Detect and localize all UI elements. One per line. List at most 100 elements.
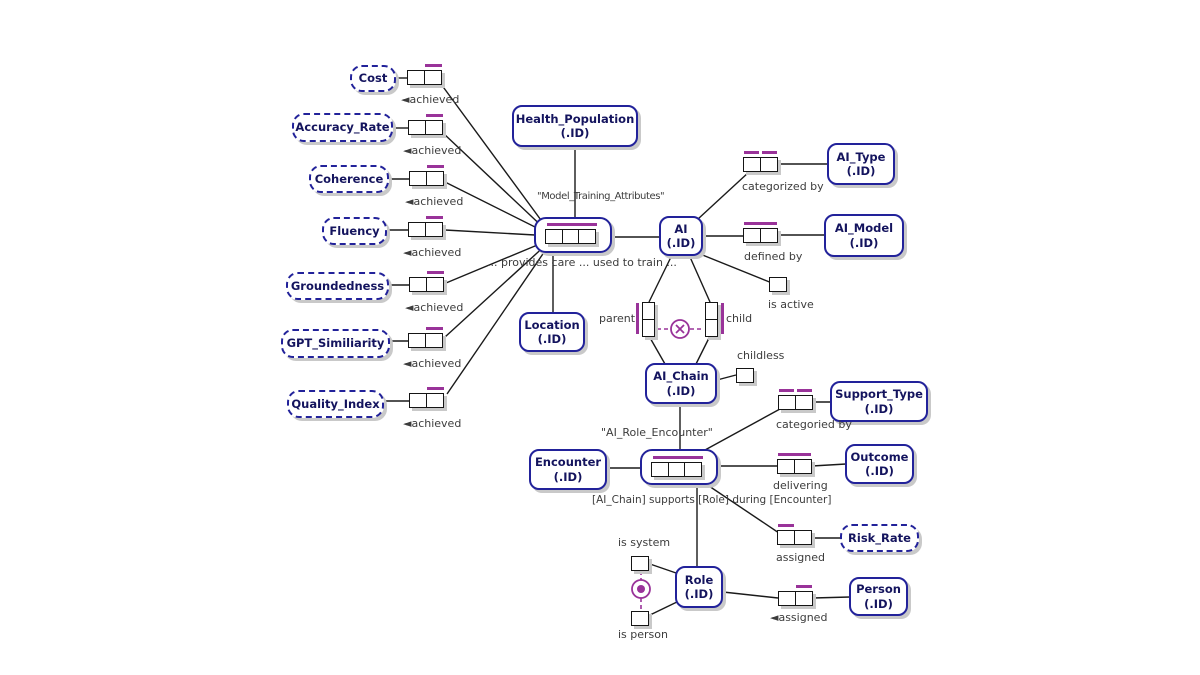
entity-ai: AI(.ID) [659,216,703,256]
role-box [667,462,686,477]
value-type-groundedness-label: Groundedness [290,278,385,293]
role-box [631,611,649,626]
predicate-assigned-risk [777,530,812,545]
role-box [545,229,563,244]
value-type-accuracy-rate-label: Accuracy_Rate [295,120,390,135]
entity-location-ref: (.ID) [537,332,567,346]
reading-categorized-by: categorized by [742,180,824,193]
reading-achieved: ◄achieved [401,93,460,106]
reading-achieved: ◄achieved [403,417,462,430]
entity-ai-model-ref: (.ID) [849,235,879,250]
entity-health-population: Health_Population(.ID) [512,105,638,147]
value-type-coherence: Coherence [309,165,389,193]
role-box [777,459,795,474]
role-box [777,530,795,545]
entity-ai-chain: AI_Chain(.ID) [645,363,717,404]
entity-ai-type: AI_Type(.ID) [827,143,895,185]
value-type-coherence-label: Coherence [314,171,384,186]
reading-is-system: is system [618,536,671,549]
role-box [425,393,444,408]
uniqueness-bar [636,303,639,334]
entity-ai-type-name: AI_Type [836,149,886,164]
entity-location-name: Location [524,317,580,332]
reading-assigned-rev: ◄assigned [770,611,828,624]
role-box [424,222,443,237]
predicate-achieved-accuracy [408,120,443,135]
uniqueness-bar [778,524,794,527]
entity-person-name: Person [856,582,901,597]
entity-support-type-ref: (.ID) [864,401,894,416]
reading-childless: childless [737,349,785,362]
uniqueness-bar [427,271,444,274]
reading-child: child [726,312,753,325]
predicate-is-system [631,556,649,571]
constraint-dashed-links [640,328,703,610]
value-type-gpt-similiarity: GPT_Similiarity [281,329,390,358]
role-box [425,171,444,186]
entity-role-ref: (.ID) [684,587,714,601]
role-box [793,459,812,474]
role-box [793,530,812,545]
entity-encounter-name: Encounter [534,455,602,470]
role-box [705,318,718,337]
role-box [794,591,813,606]
role-box [409,277,427,292]
entity-encounter: Encounter(.ID) [529,449,607,490]
uniqueness-bar [426,216,443,219]
entity-person: Person(.ID) [849,577,908,616]
entity-location: Location(.ID) [519,312,585,352]
entity-outcome-name: Outcome [850,449,909,464]
role-box [794,395,813,410]
uniqueness-bar [744,222,777,225]
uniqueness-bar [778,453,811,456]
uniqueness-bar [779,389,794,392]
uniqueness-bar [797,389,812,392]
predicate-parent [642,302,655,337]
reading-achieved: ◄achieved [405,195,464,208]
entity-ai-chain-name: AI_Chain [653,369,709,384]
reading-achieved: ◄achieved [403,246,462,259]
uniqueness-bar [427,387,444,390]
value-type-cost-label: Cost [358,71,388,86]
predicate-is-person [631,611,649,626]
entity-outcome-ref: (.ID) [865,464,894,478]
entity-role: Role(.ID) [675,566,723,608]
value-type-quality-index-label: Quality_Index [291,396,380,411]
entity-support-type-name: Support_Type [835,387,923,402]
reading-achieved: ◄achieved [403,144,462,157]
entity-ai-ref: (.ID) [666,236,696,250]
role-box [423,70,442,85]
reading-assigned: assigned [776,551,825,564]
role-box [631,556,649,571]
entity-health-population-name: Health_Population [515,111,635,126]
reading-are: [AI_Chain] supports [Role] during [Encou… [592,494,832,506]
entity-encounter-ref: (.ID) [553,469,583,484]
predicate-achieved-quality [409,393,444,408]
role-box [409,171,427,186]
entity-support-type: Support_Type(.ID) [830,381,928,422]
role-box [408,120,426,135]
value-type-fluency-label: Fluency [329,223,380,238]
uniqueness-bar [425,64,442,67]
role-box [408,222,426,237]
uniqueness-bar [426,114,443,117]
predicate-categoried-by [778,395,813,410]
predicate-achieved-groundedness [409,277,444,292]
predicate-childless [736,368,754,383]
predicate-assigned-person [778,591,813,606]
role-box [743,157,761,172]
uniqueness-bar [653,456,703,459]
objectified-mta-label: "Model_Training_Attributes" [537,191,665,202]
value-type-quality-index: Quality_Index [287,390,384,418]
predicate-categorized-by [743,157,778,172]
role-box [409,393,427,408]
uniqueness-bar [547,223,597,226]
predicate-model-training-attributes [545,229,596,244]
reading-defined-by: defined by [744,250,803,263]
entity-ai-chain-ref: (.ID) [666,383,696,398]
value-type-cost: Cost [350,65,396,92]
uniqueness-bar [744,151,759,154]
predicate-achieved-gpt [408,333,443,348]
role-box [407,70,425,85]
